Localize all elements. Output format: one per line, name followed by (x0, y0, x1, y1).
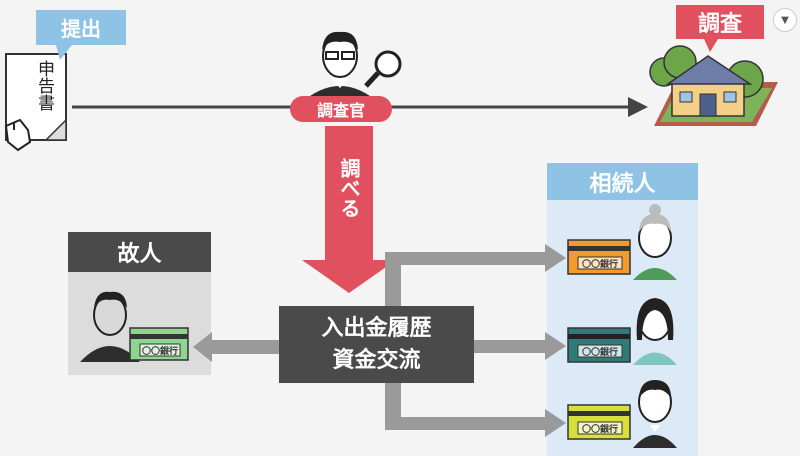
investigation-label: 調査 (676, 5, 764, 39)
connector-to-deceased-head (193, 332, 212, 362)
submit-label: 提出 (36, 10, 126, 45)
examine-arrow-head (302, 260, 396, 293)
heir-2-bank-card (567, 327, 631, 363)
house-icon (649, 45, 778, 126)
examine-arrow-shaft (325, 126, 373, 260)
deceased-panel-header (68, 232, 211, 272)
connector-heir-2 (473, 340, 547, 353)
heir-3-bank-card (567, 404, 631, 440)
deceased-bank-card-label: 〇〇銀行 (142, 345, 178, 357)
investigator-label-bg (290, 96, 392, 122)
heir-2-person-icon (633, 298, 677, 365)
document-label: 申告書 (34, 60, 54, 111)
hand-pointer-icon (4, 118, 32, 152)
deceased-title: 故人 (117, 242, 162, 267)
heir-1-bank-card-label: 〇〇銀行 (582, 258, 618, 270)
investigation-label-bg (676, 5, 764, 39)
connector-heir-2-head (545, 332, 566, 360)
connector-heir-3 (385, 417, 547, 430)
connector-heir-1-head (545, 244, 566, 272)
deceased-header: 故人 (68, 232, 211, 272)
heir-3-bank-card-label: 〇〇銀行 (582, 423, 618, 435)
heirs-title: 相続人 (589, 171, 656, 197)
heirs-panel-header (547, 163, 698, 200)
heir-1-person-icon (633, 204, 677, 280)
investigation-label-tail (704, 39, 718, 52)
submit-label-bg (36, 10, 126, 45)
document-paper-icon (5, 53, 67, 141)
investigator-label: 調査官 (290, 96, 392, 122)
connector-to-deceased (212, 340, 282, 354)
heir-2-bank-card-label: 〇〇銀行 (582, 346, 618, 358)
transactions-line-1: 入出金履歴 (321, 315, 432, 341)
deceased-bank-card (129, 327, 189, 361)
magnifier-icon (364, 50, 402, 88)
heir-3-person-icon (633, 380, 677, 448)
transactions-box-text: 入出金履歴 資金交流 (279, 306, 474, 383)
chevron-down-icon[interactable]: ▼ (773, 8, 797, 32)
connector-heir-1 (385, 252, 547, 265)
connector-heir-3-head (545, 409, 566, 437)
submit-label-tail (56, 45, 72, 60)
heirs-header: 相続人 (547, 163, 698, 200)
investigator-label-text: 調査官 (316, 101, 365, 120)
investigator-person-icon (310, 31, 370, 100)
submit-label-text: 提出 (61, 17, 101, 41)
examine-label: 調べる (337, 158, 361, 218)
transactions-box (279, 306, 474, 383)
investigation-label-text: 調査 (697, 12, 742, 37)
transactions-line-2: 資金交流 (332, 347, 421, 373)
flow-arrowhead-right (628, 97, 648, 117)
deceased-person-icon (80, 291, 140, 362)
heir-1-bank-card (567, 239, 631, 275)
